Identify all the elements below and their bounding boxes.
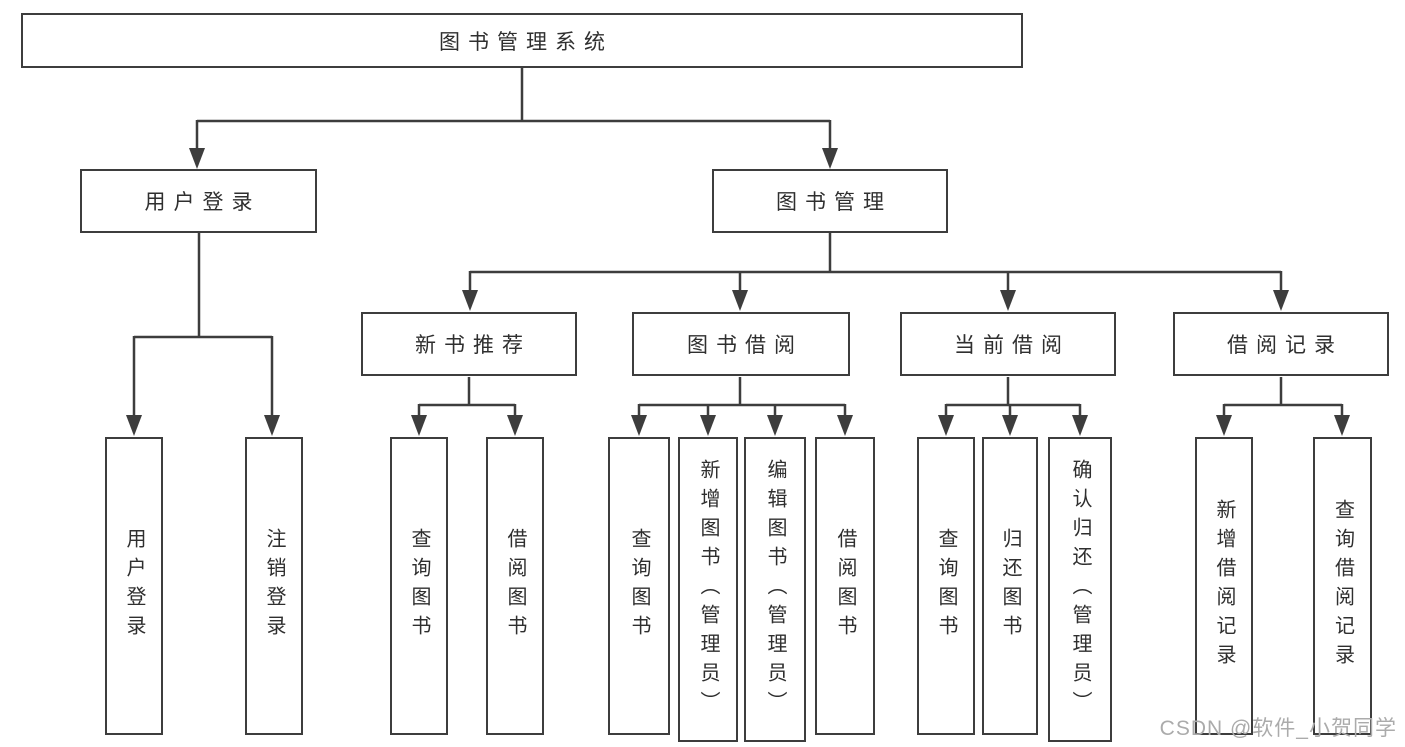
node-book-borrowing: 图书借阅 [632, 312, 850, 376]
leaf-query-books-recommend: 查询图书 [390, 437, 448, 735]
leaf-user-login: 用户登录 [105, 437, 163, 735]
leaf-edit-books-admin: 编辑图书（管理员） [744, 437, 806, 742]
leaf-query-books-current-label: 查询图书 [935, 528, 957, 644]
leaf-add-books-admin: 新增图书（管理员） [678, 437, 738, 742]
edge-current-borrowing-to-children [938, 377, 1088, 436]
leaf-add-borrow-record: 新增借阅记录 [1195, 437, 1253, 735]
edge-new-book-to-children [411, 377, 523, 436]
leaf-borrow-books-borrowing-label: 借阅图书 [834, 528, 856, 644]
leaf-query-borrow-record: 查询借阅记录 [1313, 437, 1372, 735]
node-borrowing-records-label: 借阅记录 [1227, 334, 1343, 357]
leaf-query-books-current: 查询图书 [917, 437, 975, 735]
edge-user-login-to-children [126, 233, 280, 436]
leaf-add-books-admin-label: 新增图书（管理员） [697, 459, 719, 720]
leaf-user-login-label: 用户登录 [123, 528, 145, 644]
leaf-logout-login: 注销登录 [245, 437, 303, 735]
node-current-borrowing: 当前借阅 [900, 312, 1116, 376]
node-root: 图书管理系统 [21, 13, 1023, 68]
edge-book-management-to-children [462, 233, 1289, 311]
node-user-login-label: 用户登录 [144, 191, 261, 214]
node-book-management: 图书管理 [712, 169, 948, 233]
node-current-borrowing-label: 当前借阅 [954, 334, 1070, 357]
leaf-query-books-borrowing-label: 查询图书 [628, 528, 650, 644]
leaf-logout-login-label: 注销登录 [263, 528, 285, 644]
node-user-login: 用户登录 [80, 169, 317, 233]
leaf-borrow-books-recommend: 借阅图书 [486, 437, 544, 735]
watermark: CSDN @软件_小贺同学 [1159, 717, 1397, 740]
node-new-book-recommendation: 新书推荐 [361, 312, 577, 376]
node-book-management-label: 图书管理 [776, 191, 892, 214]
leaf-add-borrow-record-label: 新增借阅记录 [1213, 499, 1235, 673]
edge-borrowing-records-to-children [1216, 377, 1350, 436]
leaf-query-borrow-record-label: 查询借阅记录 [1331, 499, 1354, 673]
node-book-borrowing-label: 图书借阅 [687, 334, 803, 357]
edge-root-to-branches [189, 68, 838, 169]
edge-book-borrowing-to-children [631, 377, 853, 436]
leaf-query-books-borrowing: 查询图书 [608, 437, 670, 735]
leaf-confirm-return-admin: 确认归还（管理员） [1048, 437, 1112, 742]
leaf-borrow-books-borrowing: 借阅图书 [815, 437, 875, 735]
leaf-confirm-return-admin-label: 确认归还（管理员） [1069, 459, 1091, 720]
leaf-return-books-label: 归还图书 [999, 528, 1021, 644]
node-borrowing-records: 借阅记录 [1173, 312, 1389, 376]
node-root-label: 图书管理系统 [439, 30, 613, 54]
leaf-borrow-books-recommend-label: 借阅图书 [504, 528, 526, 644]
leaf-query-books-recommend-label: 查询图书 [408, 528, 430, 644]
node-new-book-recommendation-label: 新书推荐 [415, 334, 531, 357]
leaf-return-books: 归还图书 [982, 437, 1038, 735]
leaf-edit-books-admin-label: 编辑图书（管理员） [764, 459, 786, 720]
